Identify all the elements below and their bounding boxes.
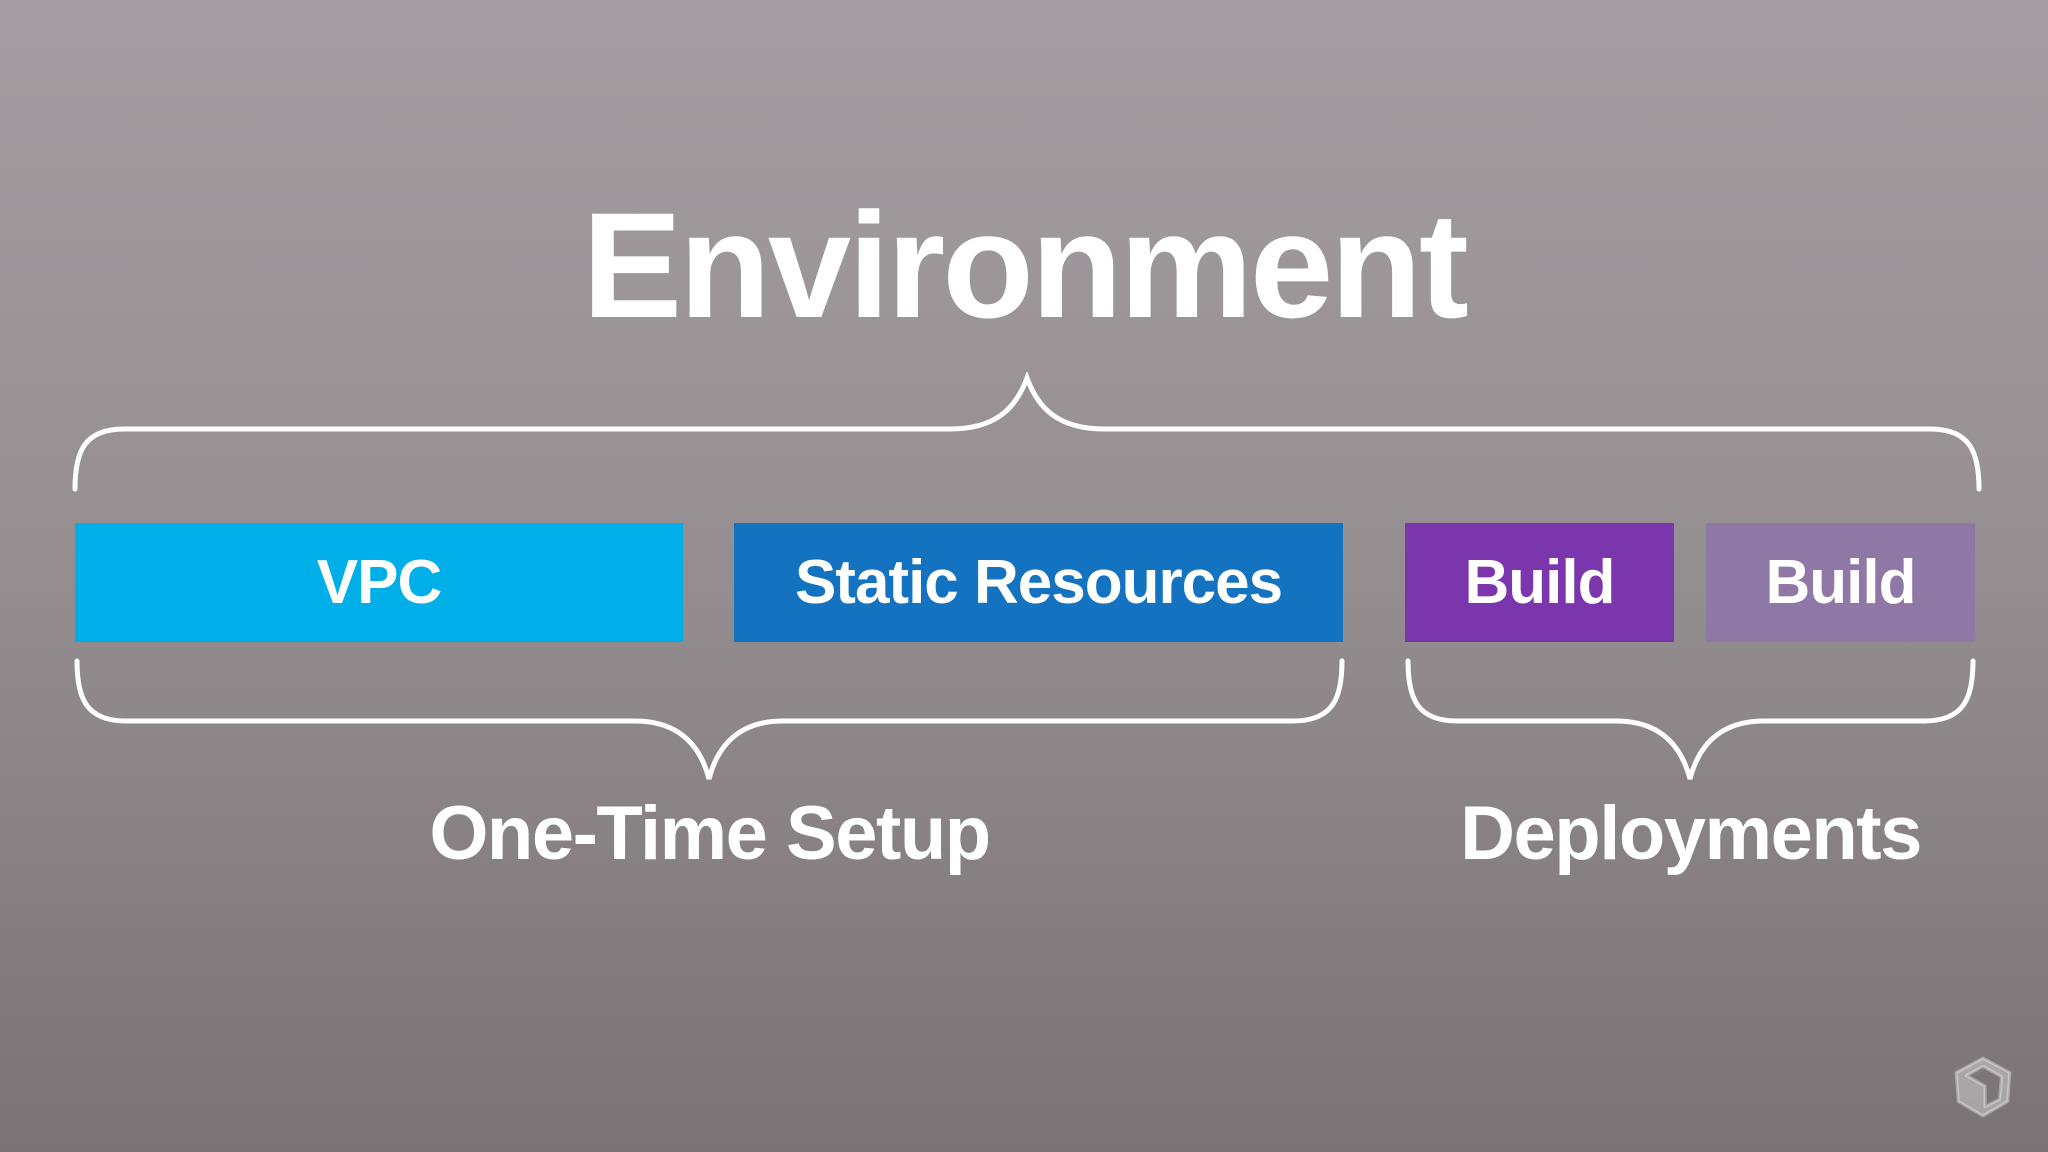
box-static-resources: Static Resources	[734, 523, 1343, 642]
curly-brace-down-icon	[1405, 658, 1976, 785]
deployments-brace	[1405, 658, 1976, 785]
box-static-resources-label: Static Resources	[794, 548, 1283, 617]
curly-brace-up-icon	[72, 372, 1982, 492]
environment-brace	[72, 372, 1982, 492]
page-title: Environment	[582, 181, 1469, 349]
group-label-deployments: Deployments	[1460, 791, 1922, 876]
box-build-2-label: Build	[1765, 548, 1917, 617]
box-build-1: Build	[1405, 523, 1674, 642]
box-vpc: VPC	[75, 523, 683, 642]
cube-logo-icon	[1950, 1054, 2016, 1120]
group-label-one-time-setup: One-Time Setup	[429, 791, 991, 876]
curly-brace-down-icon	[74, 658, 1345, 785]
box-vpc-label: VPC	[316, 548, 442, 617]
one-time-setup-brace	[74, 658, 1345, 785]
box-build-1-label: Build	[1464, 548, 1616, 617]
box-build-2: Build	[1706, 523, 1975, 642]
